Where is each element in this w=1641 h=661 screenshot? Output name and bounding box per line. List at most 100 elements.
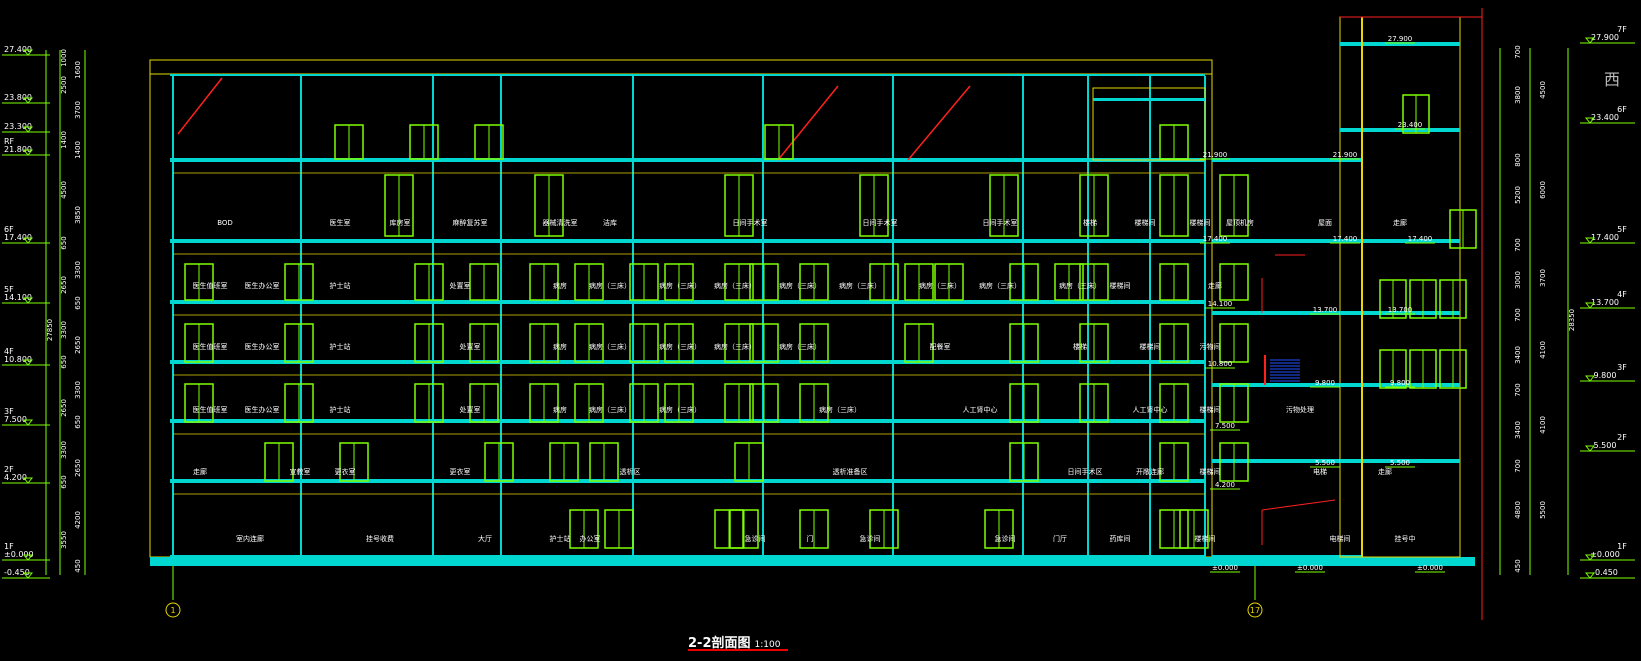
room-label: 病房 xyxy=(553,342,567,351)
room-label: 日间手术室 xyxy=(733,218,768,227)
room-label: 医生办公室 xyxy=(245,281,280,290)
level-marker xyxy=(1584,572,1596,579)
room-label: 楼梯间 xyxy=(1190,218,1211,227)
room-label: 人工肾中心 xyxy=(963,405,998,414)
level-mark: 4.200 xyxy=(1215,481,1235,489)
dim-value: 650 xyxy=(74,296,82,309)
drawing-scale: 1:100 xyxy=(754,640,781,650)
level-mark: ±0.000 xyxy=(1417,564,1443,572)
level-marker xyxy=(22,419,34,426)
level-tag: 2F xyxy=(1617,433,1627,442)
annex-slab xyxy=(1212,311,1362,315)
room-label: 配餐室 xyxy=(930,342,951,351)
building-structure xyxy=(149,8,1483,620)
level-mark: 10.800 xyxy=(1208,360,1233,368)
level-value: 23.300 xyxy=(4,122,32,131)
dim-value: 3300 xyxy=(60,441,68,459)
level-mark: 21.900 xyxy=(1333,151,1358,159)
dim-value: 3400 xyxy=(1514,346,1522,364)
room-label: 病房（三床） xyxy=(589,405,631,414)
level-marker xyxy=(22,126,34,133)
annex-slab xyxy=(1212,555,1362,559)
level-marker xyxy=(1584,302,1596,309)
level-value: 21.800 xyxy=(4,145,32,154)
room-label: BOD xyxy=(217,219,233,227)
level-mark: 5.500 xyxy=(1390,459,1410,467)
level-mark: 14.100 xyxy=(1208,300,1233,308)
level-value: 14.100 xyxy=(4,293,32,302)
level-tag: 4F xyxy=(1617,290,1627,299)
dim-value: 3700 xyxy=(1539,269,1547,287)
compass-label: 西 xyxy=(1604,70,1621,89)
dim-value: 4500 xyxy=(1539,81,1547,99)
room-label: 楼梯间 xyxy=(1200,405,1221,414)
level-mark: 27.900 xyxy=(1388,35,1413,43)
level-mark: 5.500 xyxy=(1315,459,1335,467)
dim-value: 4500 xyxy=(60,181,68,199)
room-label: 病房（三床） xyxy=(779,342,821,351)
floor-slab xyxy=(170,300,1205,304)
drawing-title: 2-2剖面图 xyxy=(688,636,751,651)
level-mark: 13.700 xyxy=(1388,306,1413,314)
dim-value: 650 xyxy=(60,236,68,249)
level-marker xyxy=(22,149,34,156)
dim-value: 700 xyxy=(1514,45,1522,58)
level-marker xyxy=(22,297,34,304)
level-mark: 17.400 xyxy=(1333,235,1358,243)
dim-value: 3300 xyxy=(74,261,82,279)
dim-value: 3300 xyxy=(60,321,68,339)
tower-frame xyxy=(1339,16,1461,558)
room-label: 急诊间 xyxy=(995,534,1016,543)
level-mark: 7.500 xyxy=(1215,422,1235,430)
dim-value: 1600 xyxy=(74,61,82,79)
room-label: 医生值班室 xyxy=(193,342,228,351)
dim-value: 700 xyxy=(1514,238,1522,251)
level-value: 10.800 xyxy=(4,355,32,364)
room-label: 病房 xyxy=(553,405,567,414)
room-label: 病房（三床） xyxy=(659,342,701,351)
dim-value: 5500 xyxy=(1539,501,1547,519)
dim-value: 6000 xyxy=(1539,181,1547,199)
level-value: 23.800 xyxy=(4,93,32,102)
room-label: 处置室 xyxy=(460,342,481,351)
room-label: 病房（三床） xyxy=(1059,281,1101,290)
room-label: 病房 xyxy=(553,281,567,290)
dim-value: 2650 xyxy=(60,276,68,294)
room-label: 楼梯间 xyxy=(1195,534,1216,543)
level-tag: 2F xyxy=(4,465,14,474)
dim-value: 700 xyxy=(1514,308,1522,321)
room-label: 护士站 xyxy=(550,534,571,543)
level-value: 27.400 xyxy=(4,45,32,54)
floor-slab xyxy=(170,158,1205,162)
room-label: 宣教室 xyxy=(290,467,311,476)
roof-machine-slab xyxy=(1093,98,1205,101)
dim-value: 1000 xyxy=(60,49,68,67)
room-label: 楼梯 xyxy=(1073,342,1087,351)
dim-value: 650 xyxy=(60,475,68,488)
room-label: 病房（三床） xyxy=(819,405,861,414)
dim-value: 1400 xyxy=(60,131,68,149)
dim-value: 3400 xyxy=(1514,421,1522,439)
dim-value: 2650 xyxy=(60,399,68,417)
room-label: 病房（三床） xyxy=(839,281,881,290)
ground-base xyxy=(150,557,1475,566)
room-label: 处置室 xyxy=(460,405,481,414)
room-label: 透析准备区 xyxy=(833,467,868,476)
room-label: 医生办公室 xyxy=(245,342,280,351)
level-tag: 1F xyxy=(1617,542,1627,551)
dim-value: 4200 xyxy=(74,511,82,529)
level-value: 17.400 xyxy=(1591,233,1619,242)
floor-slab xyxy=(170,419,1205,423)
annex-slab xyxy=(1212,158,1362,162)
level-marker xyxy=(22,359,34,366)
dim-value: 2650 xyxy=(74,336,82,354)
level-tag: 5F xyxy=(1617,225,1627,234)
room-label: 室内连廊 xyxy=(236,534,264,543)
level-mark: ±0.000 xyxy=(1212,564,1238,572)
room-label: 药库间 xyxy=(1110,534,1131,543)
level-value: 13.700 xyxy=(1591,298,1619,307)
room-label: 麻醉复苏室 xyxy=(453,218,488,227)
room-label: 走廊 xyxy=(193,467,207,476)
level-marker xyxy=(1584,554,1596,561)
